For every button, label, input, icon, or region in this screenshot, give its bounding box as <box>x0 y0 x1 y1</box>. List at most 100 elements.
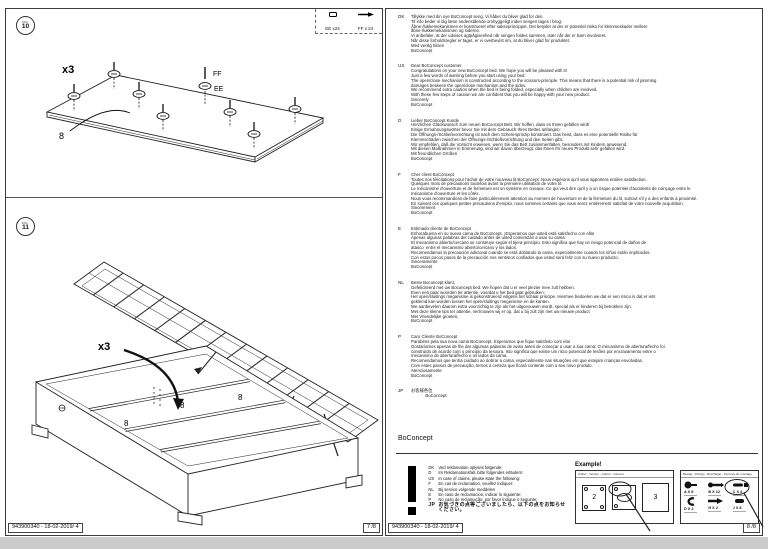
claims-text: Ved reklamation oplyses følgende: <box>438 465 503 470</box>
fittings-caption: Beslag - Fittings - Beschläge - Ferrures… <box>681 471 758 478</box>
claims-text: お気づきの点等ございましたら、以下の点をお知らせください。 <box>438 501 566 514</box>
ee-callout: EE <box>214 86 224 93</box>
page-8: DK Tillykke med din nye BoConcept seng. … <box>385 8 764 536</box>
claims-area: DK Ved reklamation oplyses følgende: D I… <box>394 461 764 532</box>
example-area: Example! Artikel - Version - Carton - Ca… <box>575 461 764 532</box>
fitting-c-icon <box>732 483 748 487</box>
claims-code: P <box>428 497 432 503</box>
fitting-d: D X 2 <box>684 497 706 513</box>
claims-line: F En cas de reclamation, veuillez indiqu… <box>428 481 569 486</box>
claims-text: Bij service volgende meddelen <box>438 486 496 492</box>
fitting-label: D X 2 <box>684 507 694 511</box>
claims-code: US <box>428 475 435 481</box>
claims-text: En caso de reclamacion, indicar lo sigui… <box>438 492 522 498</box>
section-p: P Caro Cliente BoConcept Parabéns pela s… <box>398 334 756 378</box>
part8-label: 8 <box>180 401 185 410</box>
fig-abbrev: FIG. <box>22 220 29 225</box>
hardware-item-ff: FF x 24 <box>349 9 382 33</box>
part8-label: 8 <box>124 419 129 428</box>
carton-label-sticker <box>616 493 632 502</box>
section-f: F Cher client BoConcept Toutes nos félic… <box>398 171 756 216</box>
fitting-a-icon <box>684 481 697 489</box>
language-code: DK <box>398 14 405 19</box>
fig11-label: FIG. 11 <box>16 217 35 236</box>
carton-2: 2 <box>582 484 607 511</box>
fitting-label: H X 2 <box>708 506 718 510</box>
fitting-label: A X 8 <box>684 490 694 494</box>
section-dk: DK Tillykke med din nye BoConcept seng. … <box>398 14 756 53</box>
section-us: US Dear BoConcept customer Congratulatio… <box>398 63 756 107</box>
fig-number: 11 <box>22 223 29 231</box>
section-text: Caro Cliente BoConcept Parabéns pela sua… <box>411 334 665 378</box>
language-sections: DK Tillykke med din nye BoConcept seng. … <box>398 14 756 410</box>
hardware-label: FF x 24 <box>357 26 374 31</box>
carton-labelled <box>612 485 636 510</box>
claims-line: NL Bij service volgende meddelen <box>428 487 569 492</box>
screw-ff-icon <box>357 12 374 17</box>
fitting-j: J X 8 <box>732 497 755 513</box>
hardware-label: EE x24 <box>325 26 340 31</box>
fitting-c: C X 4 <box>732 481 755 496</box>
fitting-label: C X 4 <box>732 490 743 494</box>
claims-line: US In case of claims, please state the f… <box>428 476 569 481</box>
fig11-storage-bed-diagram: x3 8 8 8 <box>31 261 379 526</box>
fitting-b: B X 12 <box>708 481 730 496</box>
fitting-label: B X 12 <box>708 490 720 494</box>
section-text: Beste Boconcept klant, Gefeliciteerd met… <box>411 280 656 324</box>
fitting-a: A X 8 <box>684 481 706 496</box>
carton-3: 3 <box>641 483 669 512</box>
claims-text: En cas de reclamation, veuillez indiquer… <box>438 481 514 487</box>
claims-text: In case of claims, please state the foll… <box>438 475 521 481</box>
language-code: D <box>398 117 402 123</box>
fitting-j-icon <box>734 499 744 503</box>
claims-code: F <box>428 481 431 487</box>
claims-line: DK Ved reklamation oplyses følgende: <box>428 465 569 470</box>
claims-line: E En caso de reclamacion, indicar lo sig… <box>428 492 569 497</box>
claims-code: D <box>428 470 432 476</box>
figure-divider <box>6 197 382 198</box>
ff-callout: FF <box>213 71 222 78</box>
claims-code: DK <box>428 465 435 470</box>
language-code: P <box>398 334 402 340</box>
quantity-label: x3 <box>98 341 110 353</box>
fig-number: 10 <box>21 22 30 30</box>
claims-list: DK Ved reklamation oplyses følgende: D I… <box>428 461 569 527</box>
fitting-label: J X 8 <box>732 506 742 510</box>
fig10-slat-panel-diagram: FF EE x3 8 <box>45 61 325 163</box>
claims-line: D Im Reklamationsfall, bitte folgendes e… <box>428 470 569 475</box>
manual-spread: FIG. 10 EE x24 FF x 24 <box>5 8 764 536</box>
part8-label: 8 <box>59 131 64 141</box>
fittings-box: Beslag - Fittings - Beschläge - Ferrures… <box>680 470 764 528</box>
section-e: E Estimado cliente de BoConcept Enhorabu… <box>398 225 756 270</box>
scan-edge-strip <box>0 537 768 549</box>
cap-ee-icon <box>328 12 337 17</box>
hardware-box: EE x24 FF x 24 <box>315 9 382 34</box>
document-id: 943900340 - 18-02-2019/ 4 <box>8 522 83 533</box>
fitting-h: H X 2 <box>708 497 730 513</box>
fig10-label: FIG. 10 <box>16 16 35 35</box>
claims-text: Im Reklamationsfall, bitte folgendes erl… <box>438 470 524 476</box>
page-number: 8 /8 <box>742 522 760 533</box>
cartons-box: Artikel - Version - Carton - Cartons 2 <box>575 470 674 532</box>
language-code: F <box>398 171 401 177</box>
claims-text: No caso de reclamação, por favor indique… <box>438 497 538 503</box>
language-code: E <box>398 225 402 231</box>
claims-code: NL <box>428 486 434 492</box>
cartons-caption: Artikel - Version - Carton - Cartons <box>576 471 673 478</box>
example-title: Example! <box>575 462 602 468</box>
fitting-h-icon <box>708 498 724 504</box>
part8-label: 8 <box>238 393 243 402</box>
language-code: JP <box>398 388 404 394</box>
section-text: Tillykke med din nye BoConcept seng. Vi … <box>411 14 648 53</box>
language-code: US <box>398 63 405 69</box>
section-rule <box>396 453 758 454</box>
section-jp: JP お客様各位 BoConcept <box>398 389 756 399</box>
claims-code: E <box>428 492 432 498</box>
section-text: Lieber BoConcept Kunde Herzlichen Glückw… <box>411 117 638 161</box>
quantity-label: x3 <box>62 64 74 76</box>
brand-signature: BoConcept <box>398 435 433 442</box>
claims-line-jp: JP お気づきの点等ございましたら、以下の点をお知らせください。 <box>428 501 569 514</box>
section-nl: NL Beste Boconcept klant, Gefeliciteerd … <box>398 280 756 324</box>
exclamation-icon <box>408 461 417 527</box>
document-id: 943900340 - 18-02-2019/ 4 <box>388 522 463 533</box>
